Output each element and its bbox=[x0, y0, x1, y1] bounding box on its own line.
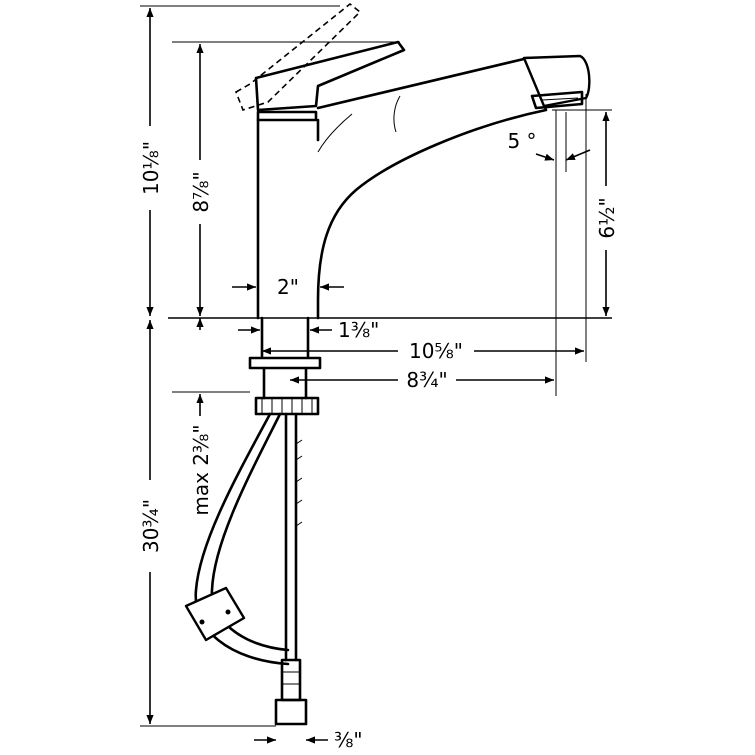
faucet-body bbox=[256, 118, 320, 320]
connector bbox=[280, 658, 302, 702]
hose bbox=[194, 412, 290, 666]
hose-length-label: 30¾" bbox=[139, 499, 163, 553]
hose-weight bbox=[184, 586, 246, 642]
lever-height-label: 8⅞" bbox=[189, 171, 213, 212]
spout-height-label: 6½" bbox=[595, 197, 619, 238]
spray-angle-label: 5 ° bbox=[507, 129, 536, 153]
shank-width-label: 1⅜" bbox=[338, 318, 379, 342]
reach-spray-label: 8¾" bbox=[406, 368, 447, 392]
lever-raised-outline bbox=[235, 2, 362, 111]
hose-inner bbox=[210, 412, 290, 652]
spout bbox=[316, 56, 548, 320]
connector-detail bbox=[282, 671, 300, 685]
faucet-outline bbox=[168, 2, 612, 726]
spray-nozzle bbox=[530, 90, 584, 110]
connection-size-label: ⅜" bbox=[334, 728, 363, 752]
spout-pull-seam bbox=[393, 95, 401, 133]
overall-height-label: 10⅛" bbox=[139, 141, 163, 195]
connector-nut bbox=[274, 698, 308, 726]
body-width-label: 2" bbox=[277, 275, 299, 299]
nut-detail bbox=[261, 398, 313, 414]
lever-handle bbox=[254, 40, 406, 112]
lever-ring bbox=[256, 110, 318, 122]
supply-pipe bbox=[284, 412, 298, 662]
spout-seam bbox=[317, 113, 353, 153]
mounting-nut bbox=[254, 396, 320, 416]
dimension-labels: 10⅛" 8⅞" 2" 6½" 5 ° 1⅜" 10⅝" 8¾" max 2⅜"… bbox=[137, 126, 619, 752]
max-deck-label: max 2⅜" bbox=[189, 424, 213, 515]
supply-pipe-marks bbox=[295, 439, 303, 527]
spray-detail bbox=[541, 97, 579, 101]
shank-lower bbox=[262, 366, 308, 400]
reach-total-label: 10⅝" bbox=[409, 339, 463, 363]
mounting-plate bbox=[248, 356, 322, 370]
